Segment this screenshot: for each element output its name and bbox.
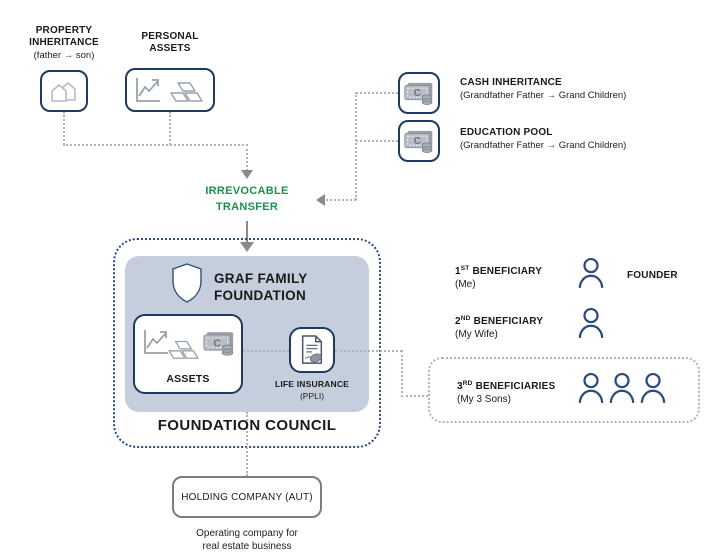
svg-text:C: C bbox=[414, 88, 421, 99]
chart-icon bbox=[141, 327, 171, 357]
holding-company-label: HOLDING COMPANY (AUT) bbox=[181, 491, 313, 503]
property-inheritance-subtitle: (father → son) bbox=[33, 50, 95, 61]
connector-insurance-down bbox=[401, 350, 403, 397]
connector-education-left bbox=[356, 140, 398, 142]
connector-to-beneficiaries bbox=[401, 395, 428, 397]
beneficiary-3-sub: (My 3 Sons) bbox=[457, 394, 511, 405]
foundation-council-label: FOUNDATION COUNCIL bbox=[157, 417, 337, 434]
connector-foundation-holding bbox=[246, 412, 248, 476]
beneficiary-1-sub: (Me) bbox=[455, 279, 476, 290]
foundation-title: GRAF FAMILY FOUNDATION bbox=[214, 271, 308, 303]
holding-company-caption: Operating company for real estate busine… bbox=[196, 528, 298, 552]
property-inheritance-box bbox=[40, 70, 88, 112]
connector-to-transfer bbox=[246, 144, 248, 171]
svg-text:C: C bbox=[414, 136, 421, 147]
person-icon bbox=[578, 307, 604, 339]
connector-inflow-horizontal bbox=[326, 199, 356, 201]
connector-assets-insurance bbox=[243, 350, 289, 352]
connector-sources-horizontal bbox=[63, 144, 248, 146]
connector-inflow-vertical bbox=[355, 92, 357, 200]
cash-inheritance-title: CASH INHERITANCE bbox=[460, 77, 562, 88]
beneficiaries-group-outline bbox=[428, 357, 700, 423]
personal-assets-box bbox=[125, 68, 215, 112]
life-insurance-sub: (PPLI) bbox=[299, 391, 325, 401]
arrow-down-icon bbox=[241, 170, 253, 179]
cash-inheritance-box: C bbox=[398, 72, 440, 114]
shield-icon bbox=[170, 262, 204, 304]
personal-assets-title: PERSONAL ASSETS bbox=[141, 31, 199, 54]
cash-inheritance-subtitle: (Grandfather Father → Grand Children) bbox=[460, 90, 627, 101]
connector-insurance-out bbox=[335, 350, 402, 352]
beneficiary-2-sub: (My Wife) bbox=[455, 329, 498, 340]
connector-cash-left bbox=[356, 92, 398, 94]
holding-company-box: HOLDING COMPANY (AUT) bbox=[172, 476, 322, 518]
gold-bars-icon bbox=[165, 75, 207, 105]
cash-icon: C bbox=[403, 80, 435, 107]
document-icon bbox=[298, 334, 326, 366]
svg-text:C: C bbox=[213, 338, 221, 349]
connector-property-down bbox=[63, 112, 65, 145]
cash-icon: C bbox=[202, 330, 236, 357]
house-icon bbox=[48, 79, 80, 103]
connector-personal-down bbox=[169, 112, 171, 145]
property-inheritance-title: PROPERTY INHERITANCE bbox=[29, 25, 99, 48]
person-icon bbox=[640, 372, 666, 404]
life-insurance-label: LIFE INSURANCE bbox=[274, 379, 350, 389]
person-icon bbox=[578, 257, 604, 289]
assets-box: C ASSETS bbox=[133, 314, 243, 394]
education-pool-subtitle: (Grandfather Father → Grand Children) bbox=[460, 140, 627, 151]
assets-label: ASSETS bbox=[166, 373, 210, 385]
education-pool-box: C bbox=[398, 120, 440, 162]
cash-icon: C bbox=[403, 128, 435, 155]
persons-group bbox=[578, 372, 666, 404]
founder-label: FOUNDER bbox=[627, 270, 678, 281]
chart-icon bbox=[133, 75, 163, 105]
person-icon bbox=[578, 372, 604, 404]
arrow-down-icon bbox=[240, 242, 254, 252]
education-pool-title: EDUCATION POOL bbox=[460, 127, 553, 138]
person-icon bbox=[609, 372, 635, 404]
gold-bars-icon bbox=[163, 334, 203, 362]
transfer-arrow-line bbox=[246, 221, 248, 244]
arrow-left-icon bbox=[316, 194, 325, 206]
life-insurance-box bbox=[289, 327, 335, 373]
irrevocable-transfer-label: IRREVOCABLE TRANSFER bbox=[205, 185, 289, 213]
